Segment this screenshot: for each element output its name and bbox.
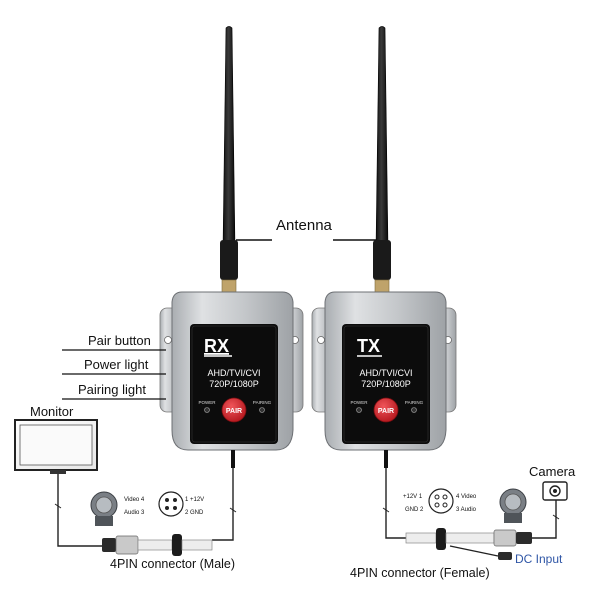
rx-pin-video: Video 4	[124, 497, 145, 503]
tx-cable	[382, 450, 560, 557]
tx-pin-12v: +12V 1	[403, 494, 423, 500]
tx-pairing-light	[411, 407, 417, 413]
rx-resolution: 720P/1080P	[209, 379, 259, 389]
monitor-label: Monitor	[30, 404, 74, 419]
tx-connector-photo	[499, 488, 527, 523]
tx-power-light	[356, 407, 362, 413]
rx-power-caption: POWER	[198, 400, 216, 405]
pair-button-label: Pair button	[88, 333, 151, 348]
tx-power-caption: POWER	[350, 400, 368, 405]
rx-pairing-light	[259, 407, 265, 413]
rx-pair-button[interactable]: PAIR	[221, 397, 247, 423]
camera-icon	[542, 481, 568, 501]
rx-pair-label: PAIR	[226, 408, 242, 415]
male-connector-label: 4PIN connector (Male)	[110, 557, 235, 571]
antenna-label: Antenna	[276, 217, 333, 234]
tx-pin-audio: 3 Audio	[456, 507, 477, 513]
tx-female-connector	[405, 528, 532, 550]
rx-cable	[54, 450, 237, 547]
rx-antenna	[220, 26, 238, 293]
monitor-icon	[14, 419, 98, 474]
female-connector-label: 4PIN connector (Female)	[350, 566, 490, 580]
rx-pinout-diagram	[158, 491, 184, 517]
rx-pin-audio: Audio 3	[124, 510, 145, 516]
rx-pin-gnd: 2 GND	[185, 510, 204, 516]
dc-input-label: DC Input	[515, 552, 563, 566]
dc-input-plug	[498, 552, 512, 560]
tx-title: TX	[357, 336, 380, 356]
tx-antenna	[373, 26, 391, 293]
rx-pairing-caption: PAIRING	[253, 400, 272, 405]
tx-formats: AHD/TVI/CVI	[359, 368, 412, 378]
tx-pin-gnd: GND 2	[405, 507, 424, 513]
rx-pin-12v: 1 +12V	[185, 497, 204, 503]
rx-power-light	[204, 407, 210, 413]
tx-pair-label: PAIR	[378, 408, 394, 415]
tx-pairing-caption: PAIRING	[405, 400, 424, 405]
rx-male-connector	[102, 534, 213, 556]
tx-resolution: 720P/1080P	[361, 379, 411, 389]
rx-title: RX	[204, 336, 229, 356]
camera-label: Camera	[529, 464, 576, 479]
rx-connector-photo	[90, 491, 118, 526]
tx-pin-video: 4 Video	[456, 494, 477, 500]
rx-formats: AHD/TVI/CVI	[207, 368, 260, 378]
tx-pair-button[interactable]: PAIR	[373, 397, 399, 423]
pairing-light-label: Pairing light	[78, 382, 146, 397]
power-light-label: Power light	[84, 357, 149, 372]
tx-pinout-diagram	[428, 488, 454, 514]
